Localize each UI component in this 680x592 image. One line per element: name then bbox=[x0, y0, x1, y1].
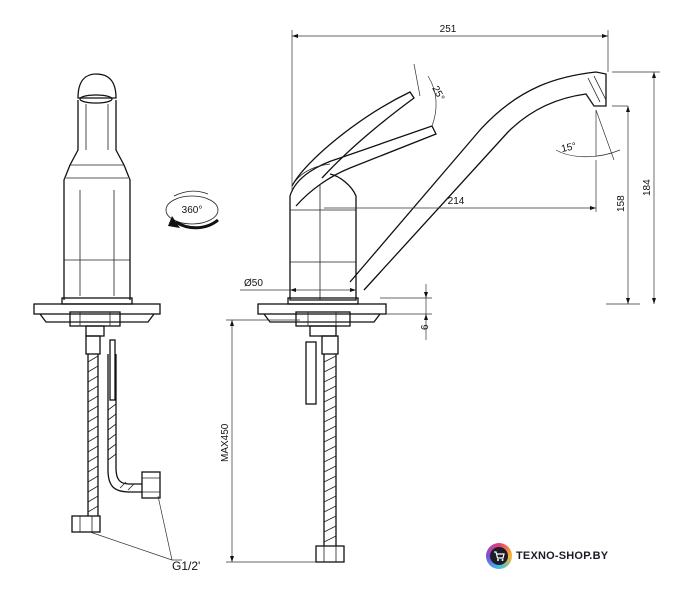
brand-watermark: TEXNO-SHOP.BY bbox=[486, 543, 608, 569]
front-view bbox=[33, 73, 182, 561]
dim-184-label: 184 bbox=[642, 179, 653, 196]
dim-max450-label: MAX450 bbox=[220, 423, 231, 462]
dim-diameter-label: Ø50 bbox=[244, 278, 263, 289]
dim-158-label: 158 bbox=[616, 195, 627, 212]
rotation-360-icon bbox=[165, 190, 219, 230]
dimension-lines bbox=[226, 30, 660, 563]
brand-name: TEXNO-SHOP.BY bbox=[516, 550, 609, 562]
dim-25deg-label: 25° bbox=[429, 84, 446, 103]
dim-6-label: 6 bbox=[420, 324, 431, 330]
side-view bbox=[257, 71, 607, 563]
shopping-cart-icon bbox=[494, 551, 505, 561]
dim-251-label: 251 bbox=[440, 24, 457, 35]
thread-label: G1/2' bbox=[172, 559, 200, 573]
brand-logo bbox=[486, 543, 512, 569]
dim-15deg-label: 15° bbox=[560, 141, 577, 155]
dim-214-label: 214 bbox=[448, 196, 465, 207]
rotation-label: 360° bbox=[182, 205, 203, 216]
